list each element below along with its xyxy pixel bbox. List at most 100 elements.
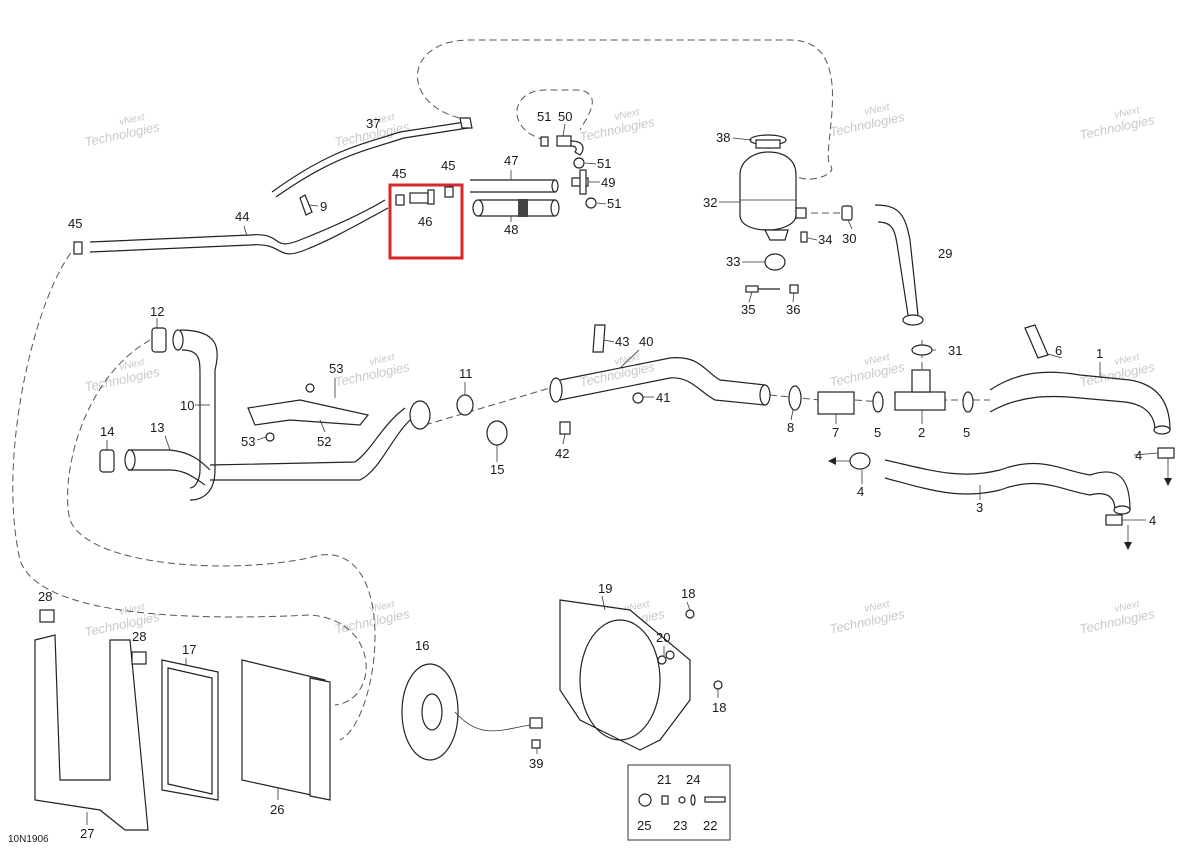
callout-label: 45: [441, 158, 455, 173]
part-8-clamp: [788, 385, 802, 411]
part-4-clamp-c: [1105, 514, 1123, 526]
callout-label: 20: [656, 630, 670, 645]
part-45-clamp-c: [444, 186, 454, 198]
part-29-hose: [874, 204, 924, 326]
svg-text:vNext: vNext: [863, 102, 891, 118]
callout-label: 48: [504, 222, 518, 237]
callout-label: 46: [418, 214, 432, 229]
leader-lines: [86, 123, 1159, 825]
callout-label: 19: [598, 581, 612, 596]
callout-label: 26: [270, 802, 284, 817]
callout-label: 43: [615, 334, 629, 349]
routing-line: [516, 89, 593, 141]
part-9-clip: [299, 194, 313, 216]
part-4-clamp-b: [1157, 447, 1175, 459]
part-19-shroud: [559, 599, 691, 751]
callout-label: 5: [874, 425, 881, 440]
part-7-hose: [817, 391, 855, 415]
part-20-bushings: [657, 650, 675, 665]
part-3-hose: [884, 459, 1131, 515]
callout-label: 13: [150, 420, 164, 435]
svg-text:vNext: vNext: [1113, 105, 1141, 121]
callout-label: 45: [68, 216, 82, 231]
routing-line: [424, 384, 561, 426]
callout-label: 12: [150, 304, 164, 319]
callout-label: 29: [938, 246, 952, 261]
callout-label: 24: [686, 772, 700, 787]
callout-labels: 1 2 3 4 4 4 5 5 6 7 8 9 10 11 12 13 14 1…: [38, 109, 1156, 841]
part-35-screw: [745, 285, 780, 293]
callout-label: 15: [490, 462, 504, 477]
part-18-nut-a: [685, 609, 695, 619]
part-53-bolt-a: [305, 383, 315, 393]
part-2-tee: [894, 369, 946, 411]
callout-label: 32: [703, 195, 717, 210]
part-48-hose: [472, 199, 560, 217]
arrow-down-icon: [1124, 525, 1132, 550]
callout-label: 34: [818, 232, 832, 247]
part-49-t-fitting: [571, 169, 589, 195]
part-14-clamp: [99, 449, 115, 473]
part-50-fitting: [556, 135, 584, 156]
callout-label: 4: [857, 484, 864, 499]
callout-label: 53: [329, 361, 343, 376]
figure-code: 10N1906: [8, 834, 49, 845]
callout-label: 4: [1135, 448, 1142, 463]
callout-label: 33: [726, 254, 740, 269]
callout-label: 37: [366, 116, 380, 131]
svg-text:vNext: vNext: [613, 352, 641, 368]
callout-label: 1: [1096, 346, 1103, 361]
callout-label: 10: [180, 398, 194, 413]
part-26-radiator: [241, 659, 331, 801]
routing-line: [67, 339, 376, 741]
svg-text:vNext: vNext: [863, 599, 891, 615]
routing-lines: [12, 39, 990, 741]
part-27-panel: [34, 634, 149, 831]
callout-label: 11: [459, 366, 473, 381]
part-44-hose: [89, 199, 389, 255]
callout-label: 5: [963, 425, 970, 440]
callout-label: 45: [392, 166, 406, 181]
callout-label: 3: [976, 500, 983, 515]
callout-label: 8: [787, 420, 794, 435]
callout-label: 18: [681, 586, 695, 601]
callout-label: 51: [597, 156, 611, 171]
part-40-pipe: [549, 357, 771, 406]
callout-label: 16: [415, 638, 429, 653]
callout-label: 44: [235, 209, 249, 224]
part-13-hose: [124, 449, 211, 486]
part-4-clamp-a: [849, 452, 871, 470]
part-12-clamp: [151, 327, 167, 353]
callout-label: 41: [656, 390, 670, 405]
part-39-connector: [531, 739, 541, 749]
svg-text:vNext: vNext: [118, 357, 146, 373]
svg-text:vNext: vNext: [118, 112, 146, 128]
callout-label: 18: [712, 700, 726, 715]
callout-label: 35: [741, 302, 755, 317]
part-45-clamp-b: [395, 194, 405, 206]
callout-label: 36: [786, 302, 800, 317]
part-51-clamp-c: [585, 197, 597, 209]
part-43-clip: [592, 324, 606, 353]
svg-text:vNext: vNext: [1113, 352, 1141, 368]
routing-line: [12, 244, 367, 706]
part-31-clamp: [911, 344, 933, 356]
svg-text:vNext: vNext: [1113, 599, 1141, 615]
hardware-inset: [627, 764, 731, 841]
part-5-clamp-b: [962, 391, 974, 413]
callout-label: 51: [537, 109, 551, 124]
part-36-nut: [789, 284, 799, 294]
part-32-coolant-reservoir: [739, 151, 807, 241]
part-5-clamp-a: [872, 391, 884, 413]
flow-arrows: [828, 457, 1172, 550]
callout-label: 50: [558, 109, 572, 124]
arrow-left-icon: [828, 457, 850, 465]
